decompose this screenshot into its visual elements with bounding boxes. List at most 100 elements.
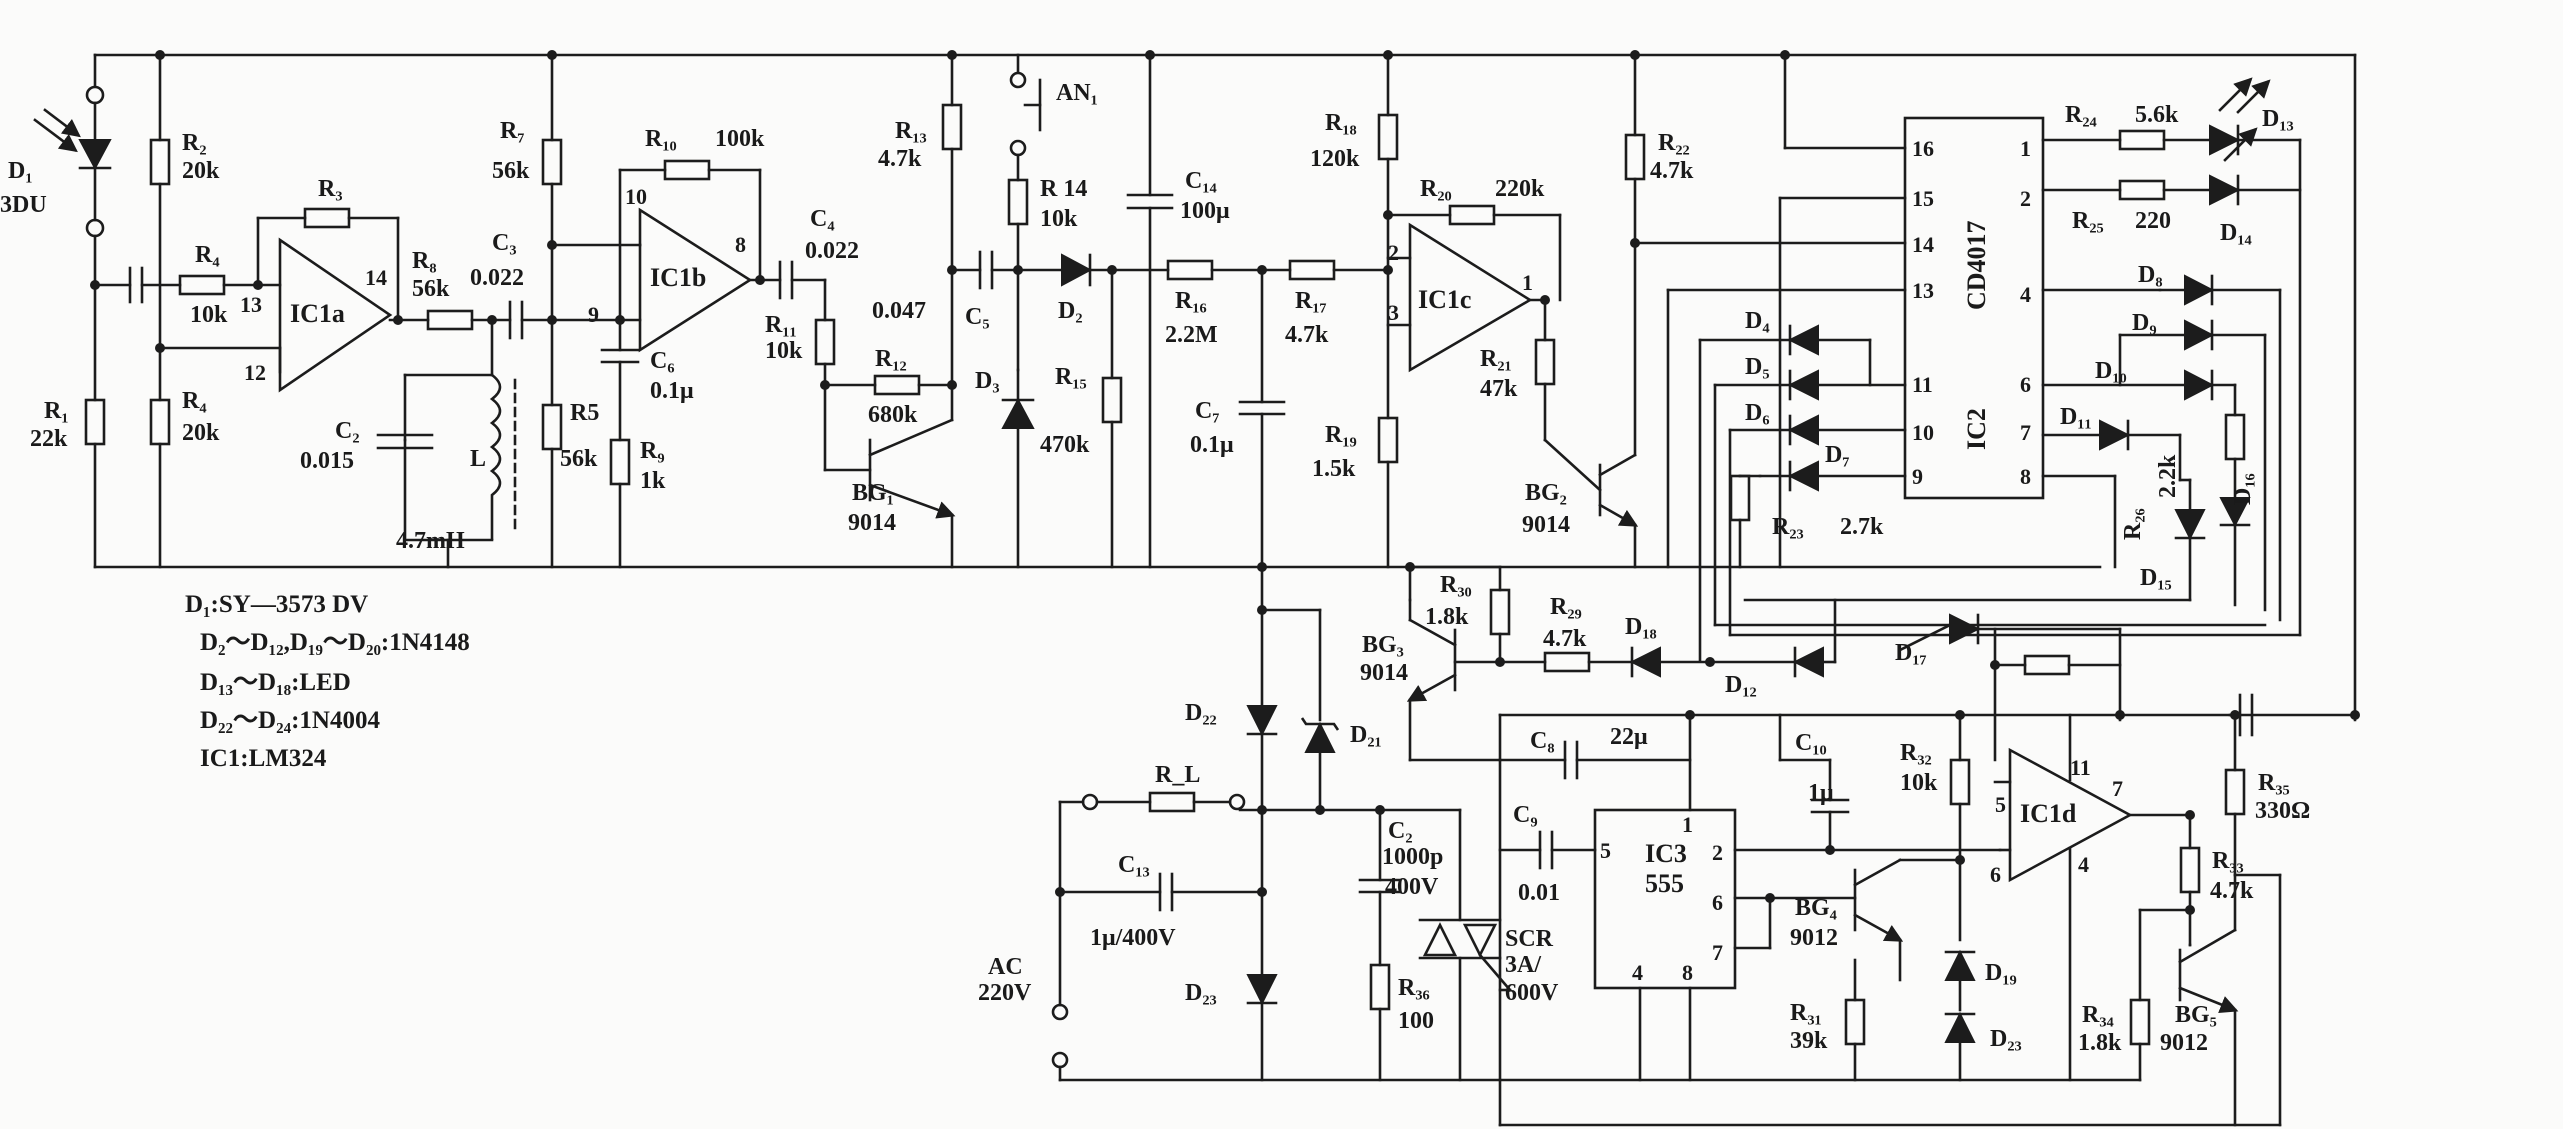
- svg-text:C₂: C₂: [335, 418, 360, 444]
- svg-text:D₂₂: D₂₂: [1185, 700, 1217, 726]
- capacitor-c2-snubber: C₂ 1000p 400V: [1358, 808, 1443, 967]
- svg-text:BG₁: BG₁: [852, 480, 894, 506]
- svg-text:1000p: 1000p: [1382, 844, 1443, 870]
- svg-text:R₂₅: R₂₅: [2072, 208, 2104, 234]
- resistor-r5: R5 56k: [541, 400, 599, 569]
- svg-text:680k: 680k: [868, 402, 918, 428]
- opamp-ic1d: IC1d 11 5 6 7 4: [1990, 747, 2133, 887]
- svg-text:D₁₈: D₁₈: [1625, 614, 1657, 640]
- svg-text:D₃: D₃: [975, 368, 1000, 394]
- svg-text:D₂～D₁₂,D₁₉～D₂₀:1N4148: D₂～D₁₂,D₁₉～D₂₀:1N4148: [200, 629, 470, 656]
- svg-text:5: 5: [1600, 838, 1611, 863]
- svg-text:22k: 22k: [30, 426, 68, 452]
- svg-text:C₉: C₉: [1513, 802, 1538, 828]
- svg-text:1.8k: 1.8k: [2078, 1030, 2122, 1056]
- svg-text:R₁₆: R₁₆: [1175, 288, 1207, 314]
- diode-d2: D₂: [1016, 253, 1170, 324]
- svg-text:BG₄: BG₄: [1795, 895, 1837, 921]
- svg-text:11: 11: [2070, 755, 2091, 780]
- svg-text:D₁₄: D₁₄: [2220, 220, 2252, 246]
- diode-d8: D₈: [2041, 262, 2282, 306]
- capacitor-c8: C₈ 22μ: [1498, 713, 1692, 812]
- svg-text:7: 7: [2020, 420, 2031, 445]
- svg-text:D₁₆: D₁₆: [2230, 473, 2256, 505]
- svg-text:10k: 10k: [1900, 770, 1938, 796]
- svg-text:D₂₃: D₂₃: [1990, 1026, 2022, 1052]
- svg-text:600V: 600V: [1505, 980, 1559, 1006]
- svg-text:56k: 56k: [492, 158, 530, 184]
- svg-text:56k: 56k: [560, 446, 598, 472]
- resistor-r34: R₃₄ 1.8k: [2078, 998, 2151, 1082]
- resistor-r22: R₂₂ 4.7k: [1624, 53, 1694, 457]
- svg-text:R₇: R₇: [500, 118, 525, 144]
- resistor-r19: R₁₉ 1.5k: [1312, 416, 1399, 569]
- svg-text:IC1a: IC1a: [290, 299, 345, 328]
- svg-text:13: 13: [240, 292, 262, 317]
- svg-text:4.7k: 4.7k: [1650, 158, 1694, 184]
- led-d13: D₁₃: [2209, 77, 2302, 156]
- svg-text:R₁₅: R₁₅: [1055, 364, 1087, 390]
- svg-text:R₃₄: R₃₄: [2082, 1002, 2114, 1028]
- svg-text:AC: AC: [988, 954, 1023, 980]
- svg-text:D₄: D₄: [1745, 308, 1770, 334]
- svg-text:D₁₇: D₁₇: [1895, 640, 1927, 666]
- svg-text:BG₃: BG₃: [1362, 632, 1404, 658]
- svg-text:7: 7: [1712, 940, 1723, 965]
- svg-text:2: 2: [1388, 240, 1399, 265]
- svg-text:D₆: D₆: [1745, 400, 1770, 426]
- svg-text:4: 4: [1632, 960, 1643, 985]
- diode-d22: D₂₂: [1185, 700, 1278, 977]
- resistor-r3: R₃: [256, 176, 400, 322]
- svg-text:R₁₀: R₁₀: [645, 126, 677, 152]
- svg-text:D₉: D₉: [2132, 310, 2157, 336]
- resistor-r16: R₁₆ 2.2M: [1165, 259, 1264, 348]
- opamp-ic1c: IC1c 2 3 1: [1388, 222, 1533, 373]
- svg-text:4.7k: 4.7k: [1285, 322, 1329, 348]
- svg-text:BG₂: BG₂: [1525, 480, 1567, 506]
- svg-text:20k: 20k: [182, 158, 220, 184]
- svg-text:3A/: 3A/: [1505, 952, 1541, 978]
- svg-text:R₁₁: R₁₁: [765, 312, 797, 338]
- resistor-r36: R₃₆ 100: [1369, 963, 1434, 1082]
- svg-text:47k: 47k: [1480, 376, 1518, 402]
- svg-text:11: 11: [1912, 372, 1933, 397]
- svg-text:5.6k: 5.6k: [2135, 102, 2179, 128]
- svg-text:4: 4: [2020, 282, 2031, 307]
- d1-value: 3DU: [0, 192, 47, 218]
- diode-d19: D₁₉: [1944, 949, 2017, 1012]
- svg-text:10k: 10k: [190, 302, 228, 328]
- resistor-r4-10k: R₄ 10k: [178, 242, 282, 328]
- resistor-r14: R 14 10k: [1007, 176, 1087, 372]
- resistor-r1: R₁ 22k: [30, 283, 106, 569]
- svg-text:D₁₃～D₁₈:LED: D₁₃～D₁₈:LED: [200, 669, 351, 696]
- svg-text:400V: 400V: [1385, 874, 1439, 900]
- ic3-555: IC3 555 1 2 5 6 7 4 8: [1593, 808, 1737, 990]
- svg-text:R₂₀: R₂₀: [1420, 176, 1452, 202]
- svg-text:120k: 120k: [1310, 146, 1360, 172]
- resistor-r24: R₂₄ 5.6k: [2041, 102, 2212, 151]
- svg-text:0.015: 0.015: [300, 448, 354, 474]
- resistor-r20: R₂₀ 220k: [1386, 176, 1562, 302]
- led-d15: D₁₅: [2140, 478, 2206, 602]
- resistor-d16-branch: D₁₆: [2219, 413, 2256, 607]
- capacitor-c7: C₇ 0.1μ: [1190, 268, 1286, 569]
- capacitor-c6: C₆ 0.1μ: [600, 318, 694, 442]
- svg-text:10k: 10k: [765, 338, 803, 364]
- ac-input: AC 220V: [978, 954, 1069, 1082]
- svg-text:6: 6: [1712, 890, 1723, 915]
- load-resistor-rl: R_L: [1081, 762, 1246, 813]
- lc-tank: C₂ 0.015 L 4.7mH: [300, 318, 517, 569]
- d1-label: D₁: [8, 158, 33, 184]
- svg-text:0.047: 0.047: [872, 298, 926, 324]
- svg-text:R₃₆: R₃₆: [1398, 975, 1430, 1001]
- capacitor-c4: C₄ 0.022: [778, 206, 859, 300]
- resistor-r32: R₃₂ 10k: [1900, 713, 1971, 942]
- resistor-r30: R₃₀ 1.8k: [1408, 565, 1511, 664]
- svg-text:100μ: 100μ: [1180, 198, 1230, 224]
- svg-text:D₁₀: D₁₀: [2095, 358, 2127, 384]
- svg-text:C₂: C₂: [1388, 818, 1413, 844]
- svg-text:14: 14: [365, 265, 387, 290]
- svg-text:C₆: C₆: [650, 348, 675, 374]
- capacitor-c14: C₁₄ 100μ: [1126, 53, 1230, 569]
- svg-text:IC3: IC3: [1645, 839, 1687, 868]
